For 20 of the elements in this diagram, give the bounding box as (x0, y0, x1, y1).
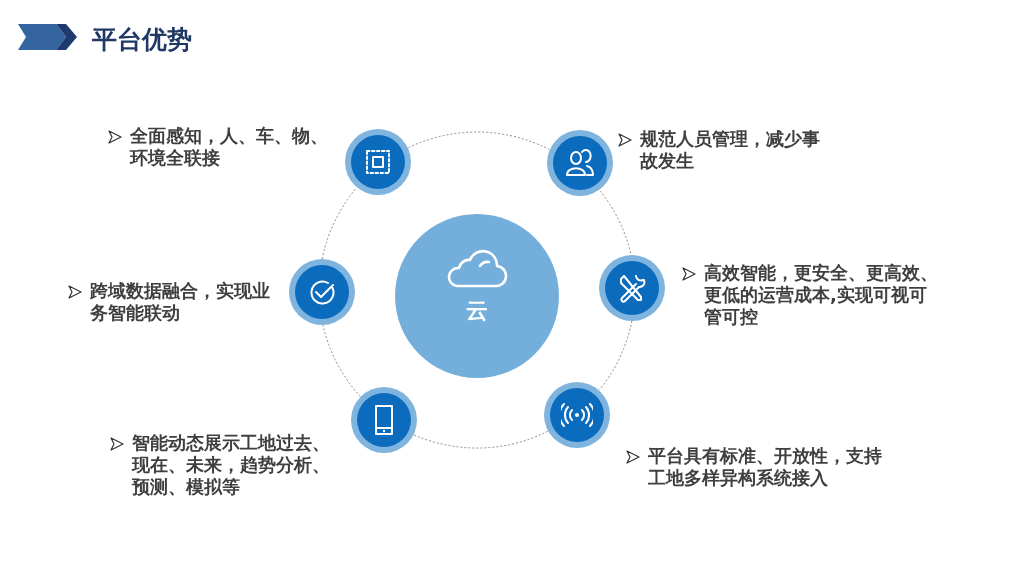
dotted-arc (322, 324, 361, 397)
feature-text: 智能动态展示工地过去、现在、未来，趋势分析、预测、模拟等 (132, 432, 331, 498)
feature-text: 高效智能，更安全、更高效、更低的运营成本,实现可视可管可控 (704, 262, 939, 328)
icon-circle (547, 130, 613, 196)
dotted-arc (598, 320, 633, 391)
icon-circle (599, 255, 665, 321)
icon-circle (351, 387, 417, 453)
dotted-arc (413, 430, 549, 449)
feature-text: 全面感知，人、车、物、环境全联接 (130, 125, 329, 169)
icon-circle (289, 259, 355, 325)
feature-text: 跨域数据融合，实现业务智能联动 (90, 280, 271, 324)
feature-text: 平台具有标准、开放性，支持工地多样异构系统接入 (648, 445, 883, 489)
icon-circle (345, 129, 411, 195)
dotted-arc (599, 190, 632, 256)
dotted-arc (321, 187, 357, 260)
feature-text: 规范人员管理，减少事故发生 (640, 128, 821, 172)
center-label: 云 (465, 298, 489, 324)
dotted-arc (408, 131, 550, 150)
icon-circle (544, 382, 610, 448)
title: 平台优势 (92, 24, 192, 56)
